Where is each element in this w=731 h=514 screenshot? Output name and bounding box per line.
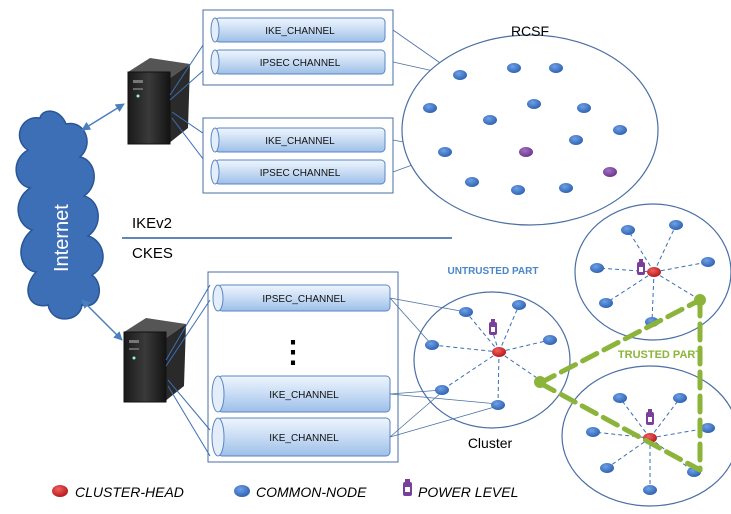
channel-upper-2-ike: IKE_CHANNEL: [210, 127, 386, 153]
cluster-ellipse: [413, 291, 571, 429]
internet-label: Internet: [51, 204, 73, 272]
trusted-common-node: [599, 298, 613, 308]
trusted-common-node: [701, 423, 715, 433]
legend-cluster-head-icon: [52, 485, 68, 497]
trusted-common-node: [643, 485, 657, 495]
server-bottom: [123, 318, 186, 403]
trusted-top-nodes: [590, 220, 715, 327]
rcsf-common-node: [549, 63, 563, 73]
rcsf-common-node: [453, 70, 467, 80]
rcsf-common-node: [438, 147, 452, 157]
channel-cluster-links: [389, 297, 499, 438]
rcsf-ellipse: [401, 34, 659, 226]
internet-cloud: Internet: [15, 110, 104, 320]
trusted-gateway-node: [534, 376, 546, 388]
server-top: [127, 58, 190, 145]
cluster-nodes: [425, 300, 557, 410]
channel-lower-ike-1-label: IKE_CHANNEL: [269, 390, 339, 401]
channel-upper-1-ike: IKE_CHANNEL: [210, 17, 386, 43]
channel-lower-ipsec: IPSEC_CHANNEL: [212, 284, 391, 312]
channel-upper-2-ike-label: IKE_CHANNEL: [265, 136, 335, 147]
legend-cluster-head-label: CLUSTER-HEAD: [75, 484, 184, 500]
rcsf-power-node: [519, 147, 533, 157]
trusted-label: TRUSTED PART: [618, 349, 702, 361]
channel-lower-ipsec-label: IPSEC_CHANNEL: [262, 294, 346, 305]
channel-upper-2-ipsec: IPSEC CHANNEL: [210, 159, 386, 185]
trusted-head-node: [647, 267, 661, 277]
server-channel-links-bottom: [165, 284, 211, 457]
channel-lower-ike-1: IKE_CHANNEL: [211, 375, 391, 413]
protocol-label-top: IKEv2: [132, 215, 172, 232]
protocol-label-bottom: CKES: [132, 245, 173, 262]
trusted-common-node: [590, 263, 604, 273]
trusted-common-node: [669, 220, 683, 230]
arrow-internet-server-bottom: [81, 299, 123, 341]
rcsf-common-node: [507, 63, 521, 73]
cluster-common-node: [512, 300, 526, 310]
cluster-battery-icon: [489, 319, 497, 335]
cluster-common-node: [435, 385, 449, 395]
cluster-common-node: [543, 335, 557, 345]
rcsf-common-node: [559, 183, 573, 193]
rcsf-common-node: [423, 103, 437, 113]
legend: CLUSTER-HEAD COMMON-NODE POWER LEVEL: [52, 479, 518, 500]
channel-upper-1-ike-label: IKE_CHANNEL: [265, 26, 335, 37]
legend-power-level-icon: [403, 479, 412, 496]
rcsf-common-node: [465, 177, 479, 187]
cluster-common-node: [491, 400, 505, 410]
trusted-path: [537, 297, 703, 473]
untrusted-label: UNTRUSTED PART: [448, 266, 539, 277]
trusted-top-battery-icon: [637, 259, 645, 275]
trusted-gateway-node: [694, 294, 706, 306]
trusted-common-node: [613, 393, 627, 403]
trusted-common-node: [621, 225, 635, 235]
channel-lower-ike-2: IKE_CHANNEL: [211, 417, 391, 457]
legend-power-level-label: POWER LEVEL: [418, 484, 518, 500]
rcsf-common-node: [577, 103, 591, 113]
legend-common-node-icon: [234, 485, 250, 497]
channel-upper-2-ipsec-label: IPSEC CHANNEL: [260, 168, 341, 179]
channel-ellipsis: ⋮: [278, 336, 308, 369]
trusted-common-node: [701, 257, 715, 267]
cluster-common-node: [425, 340, 439, 350]
cluster-head-node: [492, 347, 506, 357]
trusted-common-node: [600, 463, 614, 473]
channel-upper-1-ipsec-label: IPSEC CHANNEL: [260, 58, 341, 69]
trusted-common-node: [586, 427, 600, 437]
trusted-top-spokes: [596, 224, 709, 323]
rcsf-common-node: [527, 99, 541, 109]
rcsf-common-node: [483, 115, 497, 125]
rcsf-nodes: [423, 63, 627, 195]
rcsf-common-node: [569, 135, 583, 145]
arrow-internet-server-top: [81, 103, 125, 131]
rcsf-common-node: [511, 185, 525, 195]
trusted-bottom-nodes: [586, 393, 715, 495]
cluster-common-node: [459, 307, 473, 317]
rcsf-common-node: [613, 125, 627, 135]
legend-common-node-label: COMMON-NODE: [256, 484, 367, 500]
cluster-label: Cluster: [468, 435, 513, 451]
rcsf-power-node: [603, 167, 617, 177]
channel-lower-ike-2-label: IKE_CHANNEL: [269, 433, 339, 444]
trusted-common-node: [673, 393, 687, 403]
rcsf-label: RCSF: [511, 23, 549, 39]
trusted-bottom-battery-icon: [646, 409, 654, 425]
channel-upper-1-ipsec: IPSEC CHANNEL: [210, 49, 386, 75]
